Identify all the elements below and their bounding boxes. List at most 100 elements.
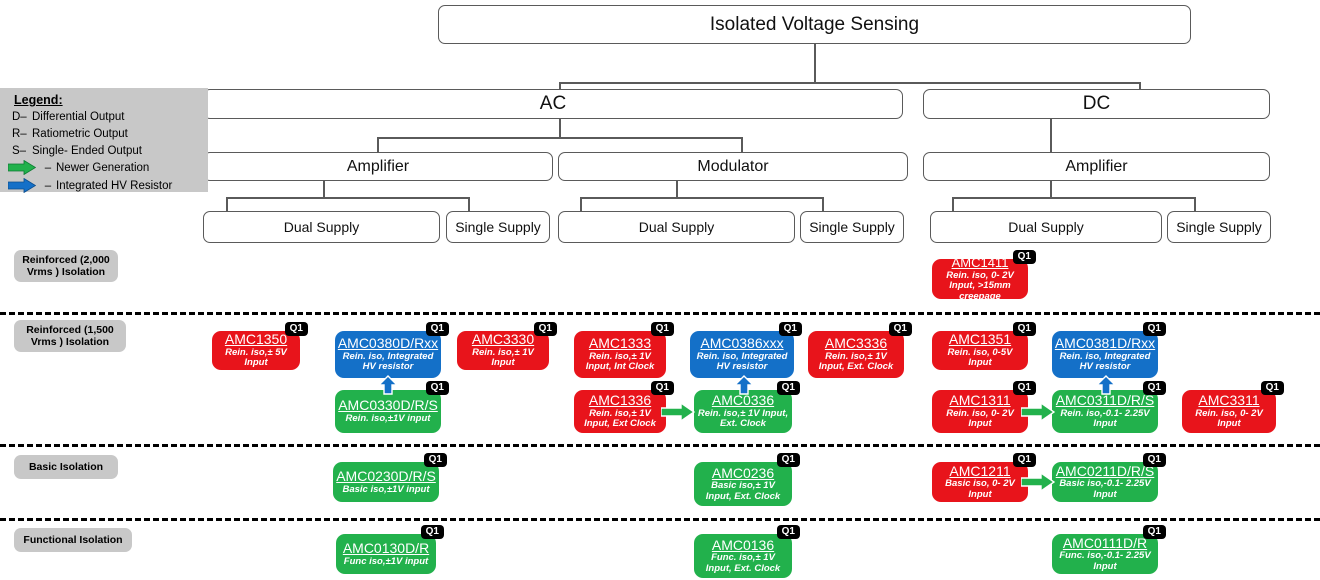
node-isolated-voltage-sensing[interactable]: Isolated Voltage Sensing <box>438 5 1191 44</box>
node-ac-modulator[interactable]: Modulator <box>558 152 908 181</box>
q1-qualification-badge: Q1 <box>650 322 674 336</box>
connector-dcamp-down <box>1050 181 1052 197</box>
product-description: Rein. iso,± 1V Input, Ext. Clock <box>697 407 789 430</box>
node-ac[interactable]: AC <box>203 89 903 119</box>
node-ac-amplifier[interactable]: Amplifier <box>203 152 553 181</box>
green-arrow-icon <box>660 401 696 423</box>
product-description: Rein. iso,± 1V Input, Int Clock <box>585 350 655 373</box>
product-description: Rein. iso, 0- 2V Input <box>1195 407 1263 430</box>
q1-qualification-badge: Q1 <box>423 453 447 467</box>
product-name: AMC0130D/R <box>342 539 430 556</box>
legend-text: Newer Generation <box>56 161 150 174</box>
node-label: Amplifier <box>346 157 410 175</box>
category-functional-isolation: Functional Isolation <box>14 528 132 552</box>
category-label: Functional Isolation <box>23 533 123 546</box>
node-ac-mod-single-supply[interactable]: Single Supply <box>800 211 904 243</box>
product-description: Rein. iso, 0- 2V Input, >15mm creepage <box>946 269 1014 302</box>
product-name: AMC1311 <box>949 392 1011 409</box>
legend-key: D– <box>12 110 27 123</box>
connector-acmod-bus <box>580 197 823 199</box>
node-dc[interactable]: DC <box>923 89 1270 119</box>
q1-qualification-badge: Q1 <box>1012 250 1036 264</box>
node-dc-amplifier[interactable]: Amplifier <box>923 152 1270 181</box>
product-description: Rein. iso, 0-5V Input <box>947 346 1013 369</box>
q1-qualification-badge: Q1 <box>533 322 557 336</box>
product-description: Rein. iso, Integrated HV resistor <box>1059 350 1151 373</box>
node-ac-mod-dual-supply[interactable]: Dual Supply <box>558 211 795 243</box>
product-name: AMC3336 <box>824 335 888 352</box>
node-dc-amp-single-supply[interactable]: Single Supply <box>1167 211 1271 243</box>
connector-acamp-down <box>323 181 325 197</box>
node-label: Dual Supply <box>638 219 715 235</box>
arrow-up-amc0336-to-amc0386 <box>733 375 755 395</box>
node-label: Dual Supply <box>283 219 360 235</box>
q1-qualification-badge: Q1 <box>1142 322 1166 336</box>
connector-acmod-dual <box>580 197 582 211</box>
node-ac-amp-single-supply[interactable]: Single Supply <box>446 211 550 243</box>
node-label: Isolated Voltage Sensing <box>709 13 920 35</box>
product-description: Func. iso,-0.1- 2.25V Input <box>1059 550 1151 572</box>
node-label: Single Supply <box>809 219 895 235</box>
product-name: AMC1351 <box>948 331 1012 348</box>
product-name: AMC0236 <box>711 464 775 481</box>
connector-dcamp-bus <box>952 197 1195 199</box>
q1-qualification-badge: Q1 <box>284 322 308 336</box>
product-description: Rein. iso, Integrated HV resistor <box>342 350 434 373</box>
q1-qualification-badge: Q1 <box>776 525 800 539</box>
connector-root-bus <box>559 82 1140 84</box>
q1-qualification-badge: Q1 <box>650 381 674 395</box>
legend-dash: – <box>44 179 52 192</box>
legend-panel: Legend: D– Differential Output R– Ratiom… <box>0 88 208 193</box>
product-name: AMC1350 <box>224 331 288 348</box>
product-description: Func. iso,± 1V Input, Ext. Clock <box>705 552 781 574</box>
category-reinforced-1500: Reinforced (1,500 Vrms ) Isolation <box>14 320 126 352</box>
legend-dash: – <box>44 161 52 174</box>
legend-row-single-ended: S– Single- Ended Output <box>6 143 208 158</box>
q1-qualification-badge: Q1 <box>425 322 449 336</box>
legend-text: Single- Ended Output <box>32 144 142 157</box>
arrow-right-amc1311-to-amc0311 <box>1020 401 1056 423</box>
legend-text: Ratiometric Output <box>32 127 128 140</box>
product-description: Basic iso,± 1V Input, Ext. Clock <box>705 480 781 502</box>
category-label: Reinforced (2,000 Vrms ) Isolation <box>22 253 110 278</box>
legend-key: R– <box>12 127 27 140</box>
product-description: Basic iso,±1V input <box>342 483 430 495</box>
q1-qualification-badge: Q1 <box>420 525 444 539</box>
arrow-up-amc0330-to-amc0380 <box>377 375 399 395</box>
product-name: AMC0230D/R/S <box>336 467 436 484</box>
node-ac-amp-dual-supply[interactable]: Dual Supply <box>203 211 440 243</box>
q1-qualification-badge: Q1 <box>1142 453 1166 467</box>
q1-qualification-badge: Q1 <box>776 453 800 467</box>
node-label: DC <box>1082 93 1111 114</box>
connector-to-ac-amplifier <box>377 137 379 153</box>
product-name: AMC0311D/R/S <box>1055 392 1155 409</box>
q1-qualification-badge: Q1 <box>1142 525 1166 539</box>
node-dc-amp-dual-supply[interactable]: Dual Supply <box>930 211 1162 243</box>
category-label: Basic Isolation <box>28 460 104 473</box>
product-name: AMC1333 <box>588 335 652 352</box>
connector-acmod-down <box>676 181 678 197</box>
q1-qualification-badge: Q1 <box>776 381 800 395</box>
